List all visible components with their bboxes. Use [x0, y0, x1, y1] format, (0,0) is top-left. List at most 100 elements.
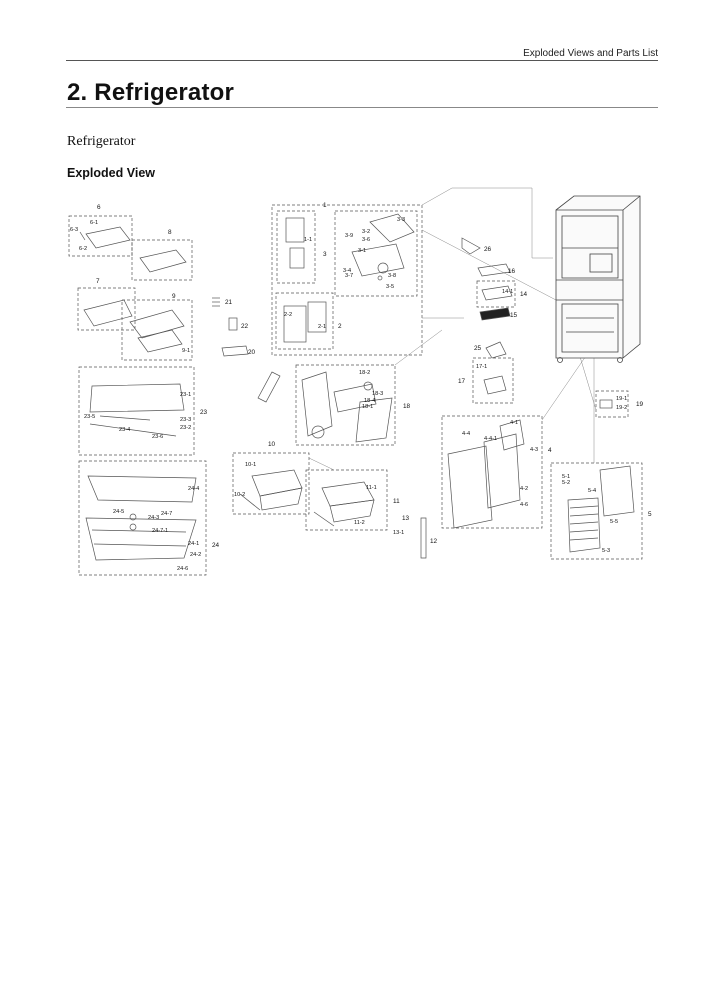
group-box-11 [305, 469, 388, 531]
svg-text:6: 6 [97, 204, 101, 211]
svg-text:7: 7 [96, 278, 100, 285]
svg-text:6-3: 6-3 [70, 227, 78, 233]
svg-text:24: 24 [212, 542, 220, 549]
svg-text:24-7: 24-7 [161, 511, 172, 517]
svg-text:17-1: 17-1 [476, 364, 487, 370]
svg-text:24-4: 24-4 [188, 486, 199, 492]
svg-text:4-4-1: 4-4-1 [484, 436, 497, 442]
shelf-6-glyph [79, 226, 131, 249]
svg-text:2: 2 [338, 323, 342, 330]
shelf-26-glyph [461, 237, 481, 255]
part-19-glyph [599, 399, 613, 409]
svg-text:13-1: 13-1 [393, 530, 404, 536]
svg-text:9-1: 9-1 [182, 348, 190, 354]
svg-text:14-1: 14-1 [502, 289, 513, 295]
group-box-4 [441, 415, 543, 529]
cover-23-glyph [89, 383, 185, 437]
svg-text:25: 25 [474, 345, 482, 352]
svg-text:12: 12 [430, 538, 438, 545]
svg-text:5-1: 5-1 [562, 474, 570, 480]
svg-text:3-2: 3-2 [362, 229, 370, 235]
svg-text:21: 21 [225, 299, 233, 306]
svg-text:24-5: 24-5 [113, 509, 124, 515]
svg-text:24-2: 24-2 [190, 552, 201, 558]
svg-text:3-7: 3-7 [345, 273, 353, 279]
dispenser-18-glyph [301, 371, 393, 443]
shelf-8-glyph [139, 249, 187, 273]
svg-text:23: 23 [200, 409, 208, 416]
group-box-23 [78, 366, 195, 456]
svg-text:4-6: 4-6 [520, 502, 528, 508]
glass-shelf-7-glyph [83, 299, 133, 327]
refrigerator-cabinet [555, 195, 641, 363]
svg-text:11-1: 11-1 [366, 485, 377, 491]
svg-text:23-1: 23-1 [180, 392, 191, 398]
svg-text:3-4: 3-4 [343, 268, 351, 274]
group-box-2 [275, 292, 334, 350]
svg-text:3-3: 3-3 [397, 217, 405, 223]
group-box-7 [77, 287, 136, 331]
group-box-6 [68, 215, 133, 257]
svg-text:15: 15 [510, 312, 518, 319]
water-filter-glyph [257, 371, 281, 403]
group-box-10 [232, 452, 310, 515]
header-rule [66, 60, 658, 61]
group-box-3 [334, 210, 418, 297]
group-box-14 [476, 280, 516, 308]
drawer-11-glyph [313, 481, 375, 527]
svg-text:3-5: 3-5 [386, 284, 394, 290]
svg-text:6-2: 6-2 [79, 246, 87, 252]
svg-text:16: 16 [508, 268, 516, 275]
svg-text:23-5: 23-5 [84, 414, 95, 420]
ice-maker-2-glyph [283, 301, 327, 343]
group-box-18 [295, 364, 396, 446]
svg-text:23-3: 23-3 [180, 417, 191, 423]
svg-text:19-1: 19-1 [616, 396, 627, 402]
svg-text:24-6: 24-6 [177, 566, 188, 572]
bracket-17-glyph [483, 375, 507, 395]
svg-text:26: 26 [484, 246, 492, 253]
svg-text:6-1: 6-1 [90, 220, 98, 226]
svg-text:1-1: 1-1 [304, 237, 312, 243]
group-box-5 [550, 462, 643, 560]
svg-text:17: 17 [458, 378, 466, 385]
shelf-9-glyph [129, 309, 185, 353]
svg-text:5-5: 5-5 [610, 519, 618, 525]
svg-text:3-9: 3-9 [345, 233, 353, 239]
part-25-glyph [485, 341, 507, 359]
running-header: Exploded Views and Parts List [523, 48, 658, 59]
cover-16-glyph [477, 263, 511, 277]
svg-text:5-2: 5-2 [562, 480, 570, 486]
cover-14-glyph [481, 285, 513, 301]
group-box-9 [121, 299, 193, 361]
svg-text:18-4: 18-4 [364, 398, 375, 404]
svg-text:3-8: 3-8 [388, 273, 396, 279]
svg-text:22: 22 [241, 323, 249, 330]
svg-text:20: 20 [248, 349, 256, 356]
callout-labels: 6 6-1 6-3 6-2 8 7 9 9-1 21 22 20 23-1 23… [70, 202, 652, 572]
svg-text:18-2: 18-2 [359, 370, 370, 376]
door-4-glyph [447, 419, 525, 529]
svg-text:8: 8 [168, 229, 172, 236]
svg-text:13: 13 [402, 515, 410, 522]
svg-text:10: 10 [268, 441, 276, 448]
group-box-top-center [271, 204, 423, 356]
strip-12-glyph [420, 517, 427, 559]
group-box-8 [131, 239, 193, 281]
svg-text:24-7-1: 24-7-1 [152, 528, 168, 534]
fan-assembly-3-glyph [351, 213, 415, 281]
svg-text:5-4: 5-4 [588, 488, 596, 494]
svg-text:2-1: 2-1 [318, 324, 326, 330]
svg-text:23-6: 23-6 [152, 434, 163, 440]
svg-text:5-3: 5-3 [602, 548, 610, 554]
svg-text:24-1: 24-1 [188, 541, 199, 547]
group-box-24 [78, 460, 207, 576]
drawer-10-glyph [239, 469, 303, 511]
svg-text:11-2: 11-2 [354, 520, 365, 526]
svg-text:24-3: 24-3 [148, 515, 159, 521]
svg-text:18: 18 [403, 403, 411, 410]
page-subtitle: Refrigerator [67, 134, 136, 149]
svg-text:11: 11 [393, 498, 400, 505]
svg-text:1: 1 [323, 202, 327, 209]
